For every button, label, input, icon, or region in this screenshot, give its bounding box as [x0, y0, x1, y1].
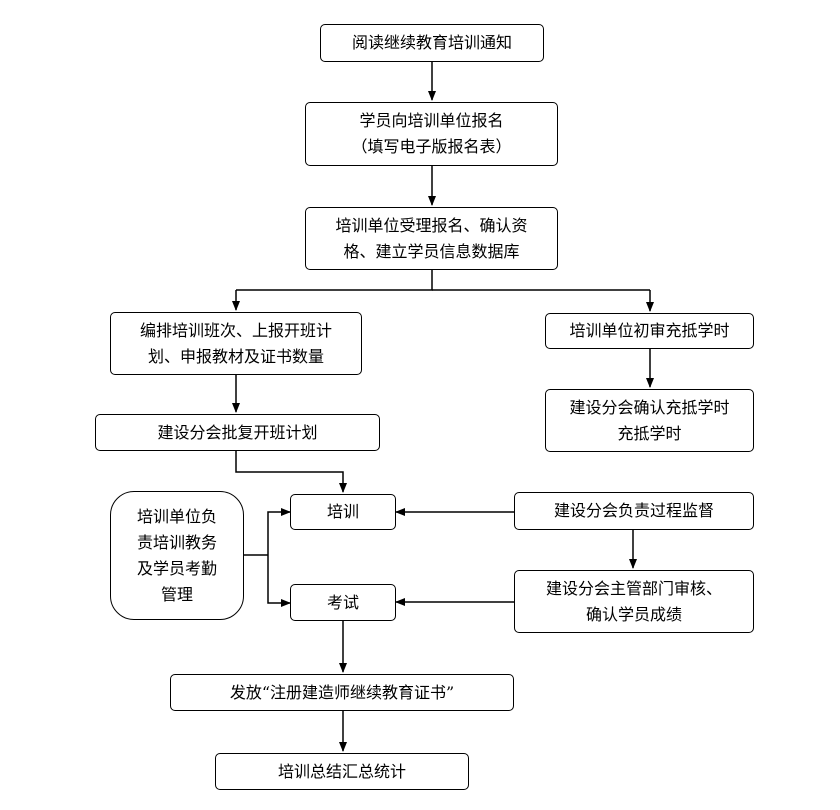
node-text-line: 考试 — [326, 592, 359, 612]
node-register: 学员向培训单位报名 （填写电子版报名表） — [305, 102, 558, 166]
node-accept: 培训单位受理报名、确认资格、建立学员信息数据库 — [305, 207, 558, 270]
node-text-line: 确认学员成绩 — [585, 604, 682, 624]
node-text-line: 发放“注册建造师继续教育证书” — [229, 682, 455, 702]
node-text-line: 建设分会负责过程监督 — [553, 501, 714, 520]
node-text-line: （填写电子版报名表） — [351, 137, 512, 156]
arrow-management-to-training — [267, 508, 291, 555]
node-text-line: 责培训教务 — [136, 532, 217, 552]
node-text-line: 培训 — [326, 502, 359, 521]
node-text-line: 建设分会主管部门审核、 — [545, 578, 722, 598]
node-management: 培训单位负责培训教务及学员考勤管理 — [110, 491, 244, 620]
arrow-approve-to-training — [235, 451, 347, 493]
node-text-line: 格、建立学员信息数据库 — [343, 241, 520, 261]
node-text-line: 编排培训班次、上报开班计 — [139, 320, 332, 340]
node-audit: 建设分会主管部门审核、确认学员成绩 — [514, 570, 754, 633]
node-text-line: 培训总结汇总统计 — [277, 761, 406, 781]
node-text-line: 划、申报教材及证书数量 — [147, 346, 324, 366]
node-text-line: 培训单位受理报名、确认资 — [335, 215, 528, 235]
node-text-line: 培训单位负 — [136, 506, 217, 526]
arrow-management-to-exam — [267, 555, 291, 607]
node-initial-review: 培训单位初审充抵学时 — [545, 313, 754, 349]
node-training: 培训 — [290, 494, 396, 530]
node-schedule: 编排培训班次、上报开班计划、申报教材及证书数量 — [110, 312, 362, 375]
node-text-line: 充抵学时 — [617, 423, 682, 443]
node-read-notice: 阅读继续教育培训通知 — [320, 24, 544, 62]
node-summary: 培训总结汇总统计 — [215, 753, 469, 790]
node-exam: 考试 — [290, 584, 396, 621]
node-text-line: 及学员考勤 — [136, 558, 217, 578]
node-text-line: 学员向培训单位报名 — [359, 111, 504, 130]
node-supervision: 建设分会负责过程监督 — [514, 492, 754, 530]
node-confirm-hours: 建设分会确认充抵学时充抵学时 — [545, 389, 754, 452]
node-text-line: 培训单位初审充抵学时 — [569, 321, 730, 340]
node-text-line: 管理 — [160, 584, 193, 604]
node-text-line: 建设分会批复开班计划 — [157, 422, 318, 442]
node-text-line: 建设分会确认充抵学时 — [569, 397, 730, 417]
node-certificate: 发放“注册建造师继续教育证书” — [170, 674, 514, 711]
node-text-line: 阅读继续教育培训通知 — [351, 33, 512, 52]
connector-accept-split — [236, 270, 433, 291]
node-approve-plan: 建设分会批复开班计划 — [95, 414, 380, 451]
